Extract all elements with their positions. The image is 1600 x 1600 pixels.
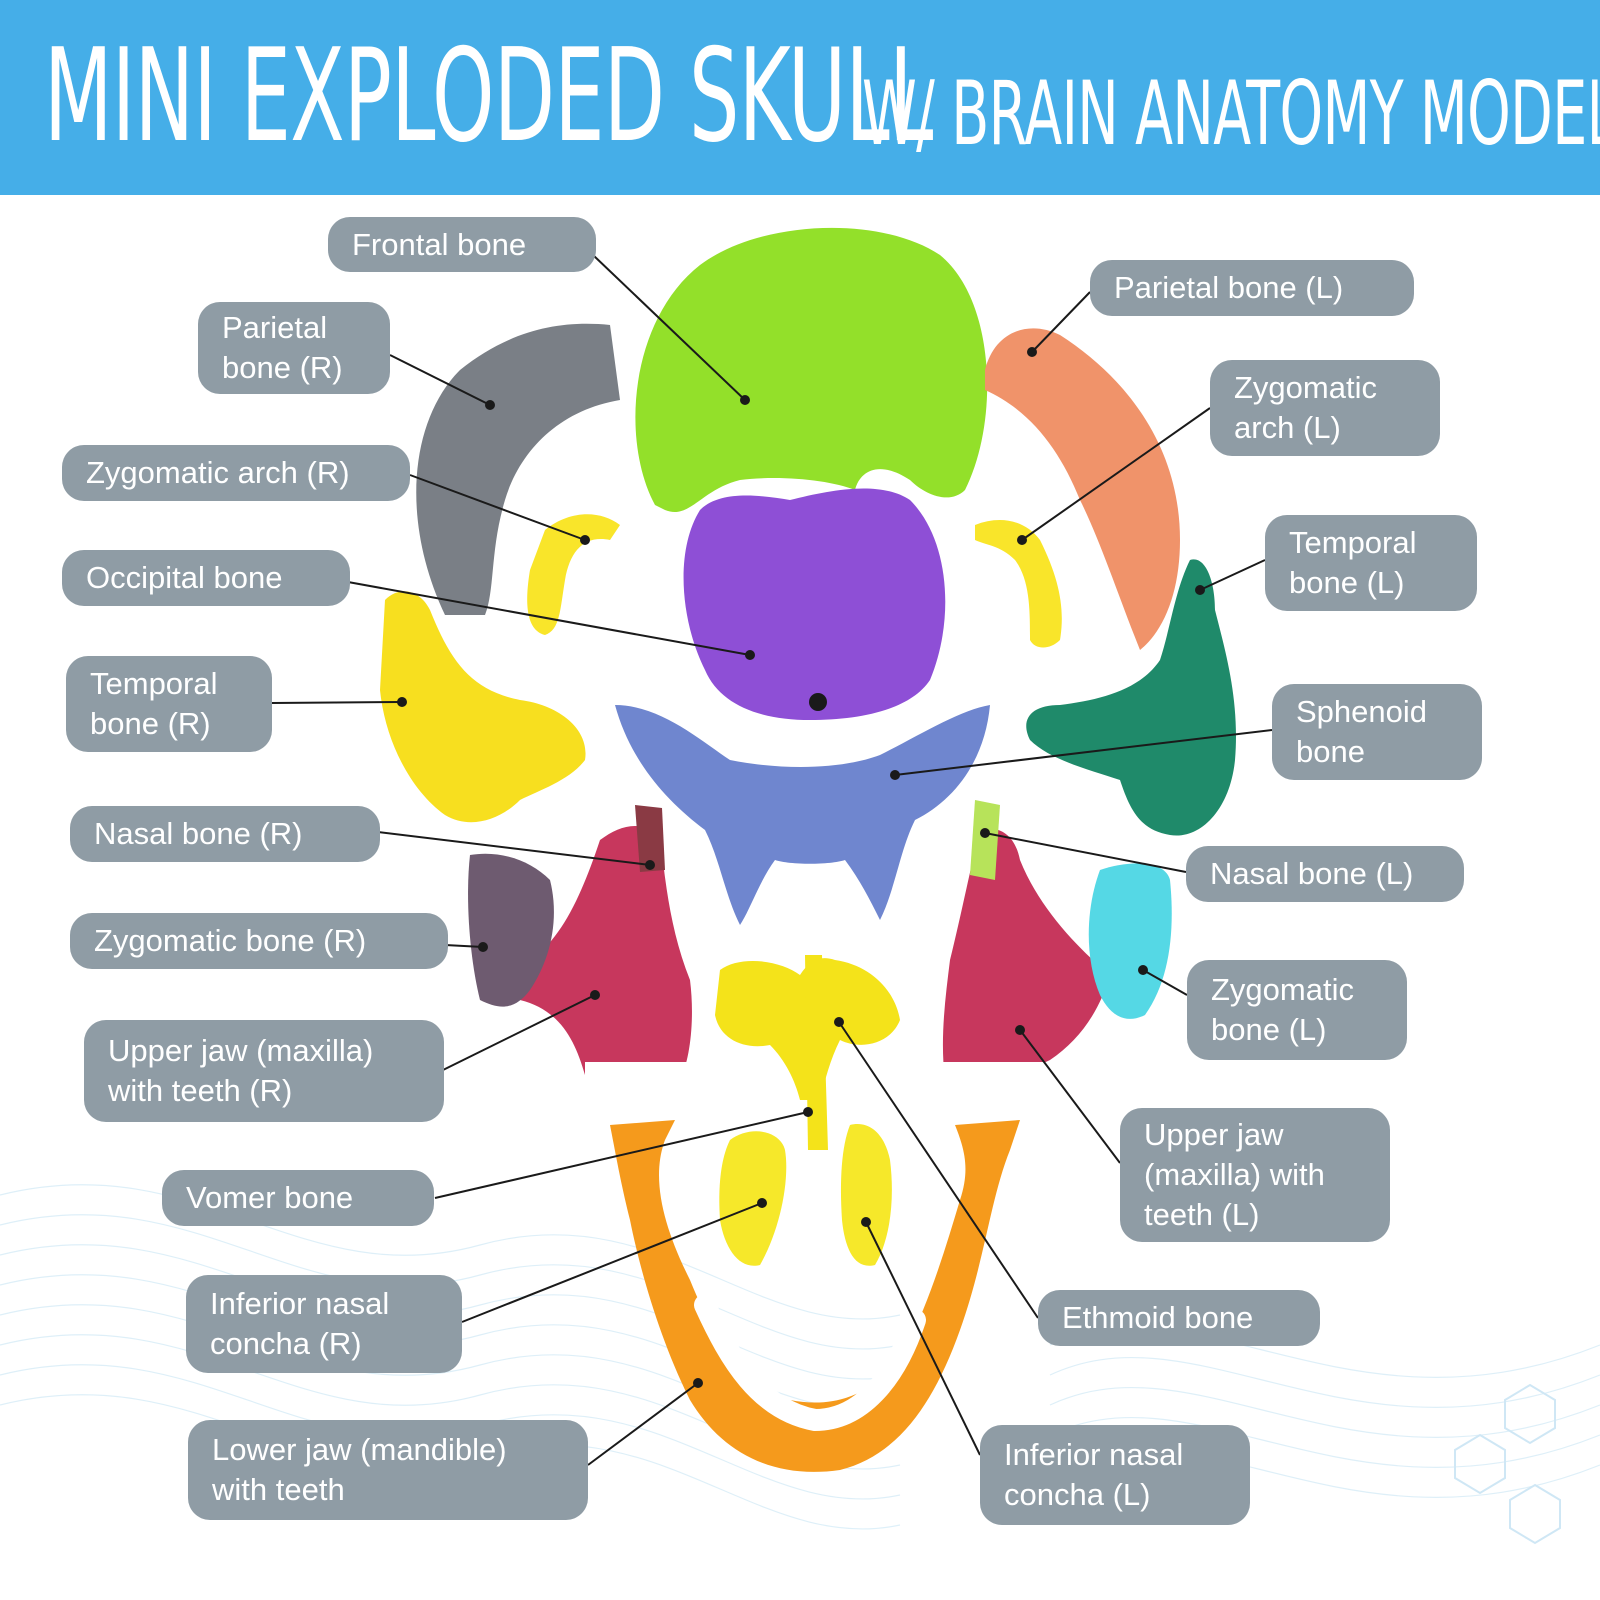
upper-jaw-l-shape	[942, 828, 1110, 1080]
label-text: Nasal bone (L)	[1210, 856, 1414, 891]
inferior-nasal-concha-r-shape	[719, 1131, 787, 1266]
upper-jaw-r-shape	[511, 825, 692, 1080]
zygomatic-arch-l-shape	[975, 520, 1062, 648]
label-text: Zygomatic bone (L)	[1211, 972, 1354, 1047]
label-text: Inferior nasal concha (R)	[210, 1286, 390, 1361]
label-text: Upper jaw (maxilla) with teeth (R)	[108, 1033, 374, 1108]
label-parietal-bone-r: Parietal bone (R)	[198, 302, 390, 394]
label-upper-jaw-r: Upper jaw (maxilla) with teeth (R)	[84, 1020, 444, 1122]
temporal-bone-r-shape	[380, 591, 586, 823]
label-temporal-bone-l: Temporal bone (L)	[1265, 515, 1477, 611]
label-zygomatic-arch-l: Zygomatic arch (L)	[1210, 360, 1440, 456]
label-text: Temporal bone (L)	[1289, 525, 1417, 600]
sphenoid-bone-shape	[615, 705, 990, 925]
nasal-bone-l-shape	[970, 800, 1000, 880]
label-text: Parietal bone (L)	[1114, 270, 1344, 305]
label-sphenoid-bone: Sphenoid bone	[1272, 684, 1482, 780]
label-text: Ethmoid bone	[1062, 1300, 1254, 1335]
label-parietal-bone-l: Parietal bone (L)	[1090, 260, 1414, 316]
lower-jaw-teeth	[694, 1294, 926, 1432]
label-text: Zygomatic bone (R)	[94, 923, 367, 958]
label-text: Occipital bone	[86, 560, 283, 595]
label-text: Temporal bone (R)	[90, 666, 218, 741]
label-text: Parietal bone (R)	[222, 310, 343, 385]
lower-jaw-shape	[610, 1120, 1020, 1472]
vomer-bone-shape	[805, 955, 828, 1150]
label-ethmoid-bone: Ethmoid bone	[1038, 1290, 1320, 1346]
label-text: Inferior nasal concha (L)	[1004, 1437, 1184, 1512]
label-text: Vomer bone	[186, 1180, 354, 1215]
page-subtitle: W/ BRAIN ANATOMY MODEL	[862, 62, 1600, 165]
zygomatic-arch-r-shape	[527, 514, 620, 635]
upper-jaw-l-teeth	[940, 1062, 1050, 1090]
label-vomer-bone: Vomer bone	[162, 1170, 434, 1226]
zygomatic-bone-r-shape	[468, 853, 554, 1007]
title-banner: MINI EXPLODED SKULL W/ BRAIN ANATOMY MOD…	[0, 0, 1600, 195]
label-lower-jaw: Lower jaw (mandible) with teeth	[188, 1420, 588, 1520]
label-text: Frontal bone	[352, 226, 527, 262]
label-upper-jaw-l: Upper jaw (maxilla) with teeth (L)	[1120, 1108, 1390, 1242]
parietal-bone-l-shape	[985, 328, 1180, 650]
page-title: MINI EXPLODED SKULL	[44, 22, 933, 171]
label-nasal-bone-r: Nasal bone (R)	[70, 806, 380, 862]
label-text: Lower jaw (mandible) with teeth	[212, 1432, 507, 1507]
label-text: Upper jaw (maxilla) with teeth (L)	[1144, 1117, 1325, 1232]
label-frontal-bone: Frontal bone	[328, 217, 596, 272]
temporal-bone-l-shape	[1026, 559, 1236, 836]
label-zygomatic-bone-r: Zygomatic bone (R)	[70, 913, 448, 969]
frontal-bone-shape	[635, 227, 988, 513]
label-temporal-bone-r: Temporal bone (R)	[66, 656, 272, 752]
nasal-bone-r-shape	[635, 805, 665, 872]
parietal-bone-r-shape	[416, 323, 620, 615]
label-inferior-nasal-concha-l: Inferior nasal concha (L)	[980, 1425, 1250, 1525]
label-zygomatic-arch-r: Zygomatic arch (R)	[62, 445, 410, 501]
label-text: Zygomatic arch (L)	[1234, 370, 1377, 445]
inferior-nasal-concha-l-shape	[840, 1124, 892, 1266]
label-text: Sphenoid bone	[1296, 694, 1428, 769]
label-text: Nasal bone (R)	[94, 816, 303, 851]
label-inferior-nasal-concha-r: Inferior nasal concha (R)	[186, 1275, 462, 1373]
occipital-bone-shape	[683, 488, 946, 720]
zygomatic-bone-l-shape	[1088, 863, 1172, 1019]
upper-jaw-r-teeth	[585, 1062, 690, 1090]
label-zygomatic-bone-l: Zygomatic bone (L)	[1187, 960, 1407, 1060]
label-occipital-bone: Occipital bone	[62, 550, 350, 606]
label-text: Zygomatic arch (R)	[86, 455, 350, 490]
label-nasal-bone-l: Nasal bone (L)	[1186, 846, 1464, 902]
